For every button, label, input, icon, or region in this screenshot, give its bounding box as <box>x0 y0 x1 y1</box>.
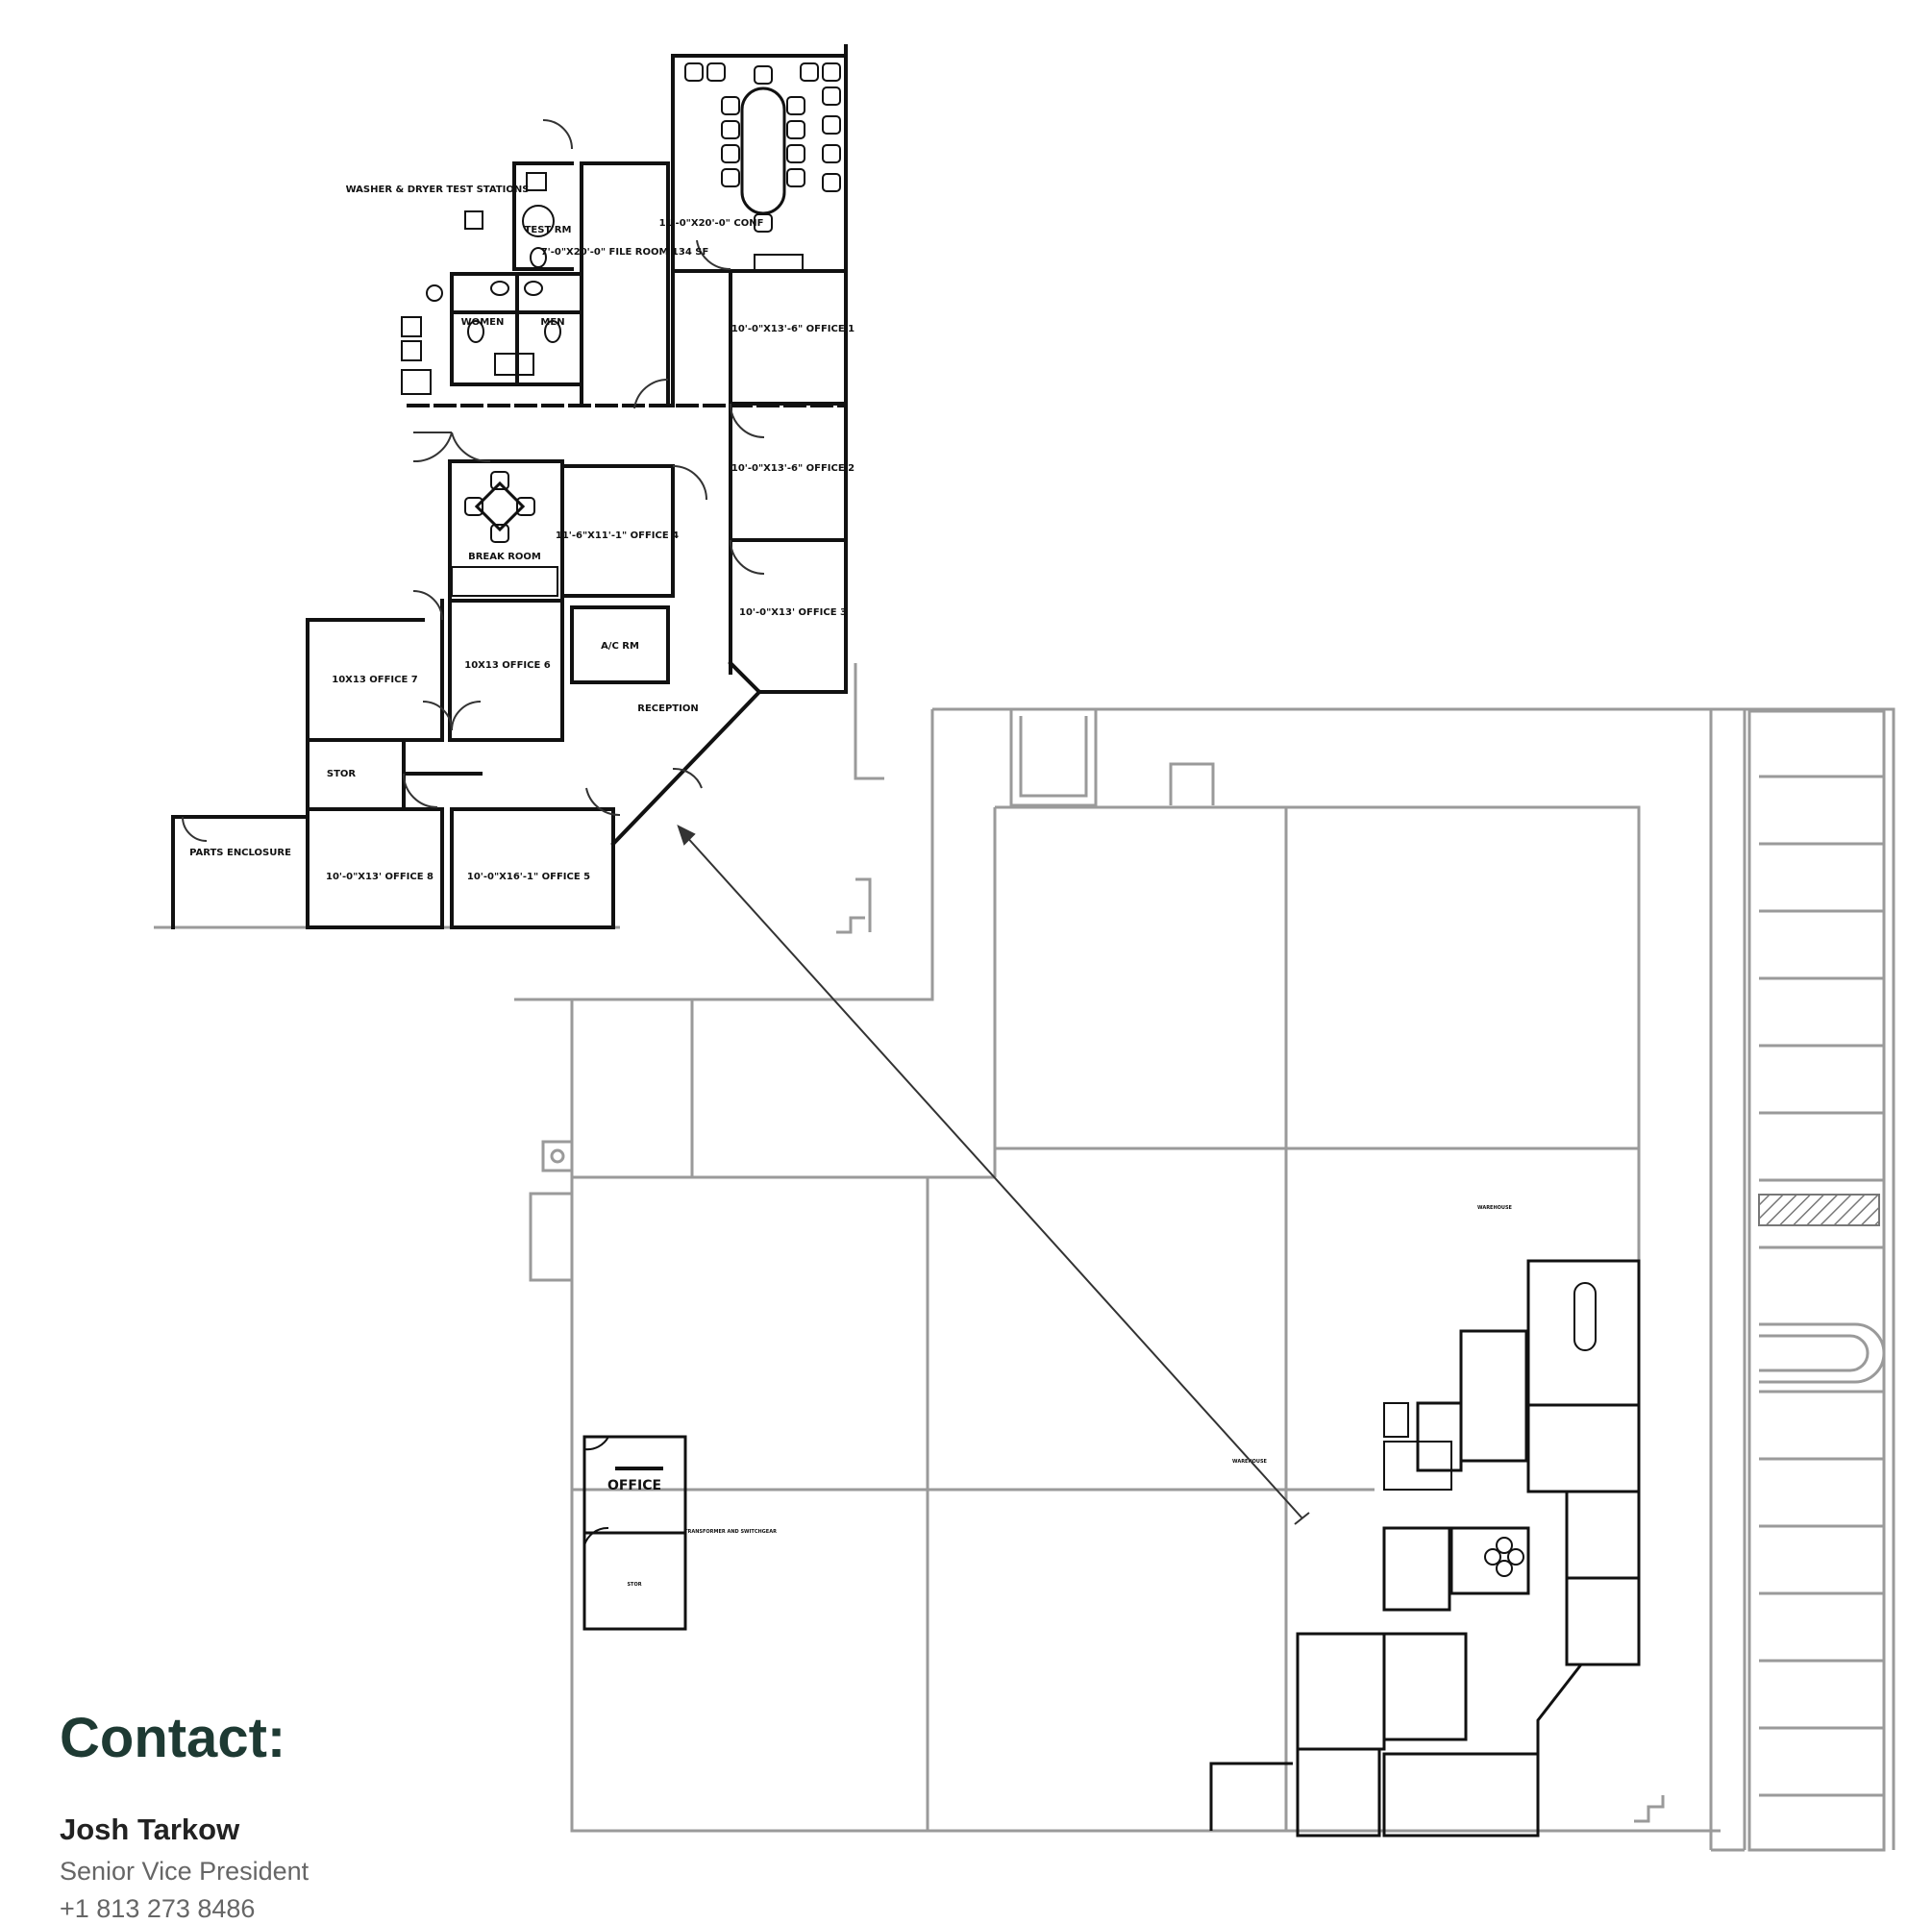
conference-furniture <box>684 62 841 273</box>
room-label: 11'-0"X20'-0" CONF <box>659 218 764 229</box>
room-label: 10'-0"X13' OFFICE 3 <box>739 607 847 618</box>
room-label: STOR <box>627 1582 641 1588</box>
office-walls-lower <box>582 1259 1641 1838</box>
room-label: A/C RM <box>601 641 639 652</box>
callout-arrow <box>677 825 1310 1525</box>
room-label: RECEPTION <box>637 703 698 714</box>
contact-heading: Contact: <box>60 1707 286 1769</box>
break-room-furniture <box>451 471 558 597</box>
room-label: 10X13 OFFICE 6 <box>464 660 551 671</box>
contact-name: Josh Tarkow <box>60 1813 240 1846</box>
room-label: WOMEN <box>461 317 505 328</box>
hatched-stall <box>1758 1194 1880 1226</box>
office-walls-upper <box>171 44 848 929</box>
room-label: 10'-0"X13'-6" OFFICE 1 <box>731 324 855 334</box>
room-label: OFFICE <box>607 1478 661 1493</box>
room-label: PARTS ENCLOSURE <box>189 848 291 858</box>
room-label: BREAK ROOM <box>468 552 541 562</box>
room-label: 10'-0"X13' OFFICE 8 <box>326 872 433 882</box>
room-labels-lower: OFFICE STOR WAREHOUSE WAREHOUSE TRANSFOR… <box>607 1205 1513 1588</box>
room-label: 10X13 OFFICE 7 <box>332 675 418 685</box>
contact-title: Senior Vice President <box>60 1857 310 1886</box>
room-label: WAREHOUSE <box>1232 1459 1268 1465</box>
room-label: 10'-0"X13'-6" OFFICE 2 <box>731 463 855 474</box>
building-outline <box>154 663 1895 1852</box>
room-labels-upper: WASHER & DRYER TEST STATIONS TEST RM WOM… <box>189 185 855 882</box>
door-swings-upper <box>182 119 765 842</box>
room-label: 7'-0"X20'-0" FILE ROOM 134 SF <box>541 247 709 258</box>
room-label: MEN <box>540 317 564 328</box>
restroom-fixtures <box>401 172 561 395</box>
office-furniture-lower <box>583 1282 1597 1577</box>
contact-card: Contact: Josh Tarkow Senior Vice Preside… <box>60 1711 636 1924</box>
parking-stalls <box>1747 709 1886 1852</box>
room-label: 10'-0"X16'-1" OFFICE 5 <box>467 872 590 882</box>
room-label: 11'-6"X11'-1" OFFICE 4 <box>556 530 679 541</box>
room-label: TEST RM <box>525 225 572 235</box>
room-label: TRANSFORMER AND SWITCHGEAR <box>684 1529 777 1535</box>
room-label: STOR <box>327 769 357 779</box>
contact-phone[interactable]: +1 813 273 8486 <box>60 1894 256 1923</box>
room-label: WAREHOUSE <box>1477 1205 1513 1211</box>
room-label: WASHER & DRYER TEST STATIONS <box>346 185 530 195</box>
